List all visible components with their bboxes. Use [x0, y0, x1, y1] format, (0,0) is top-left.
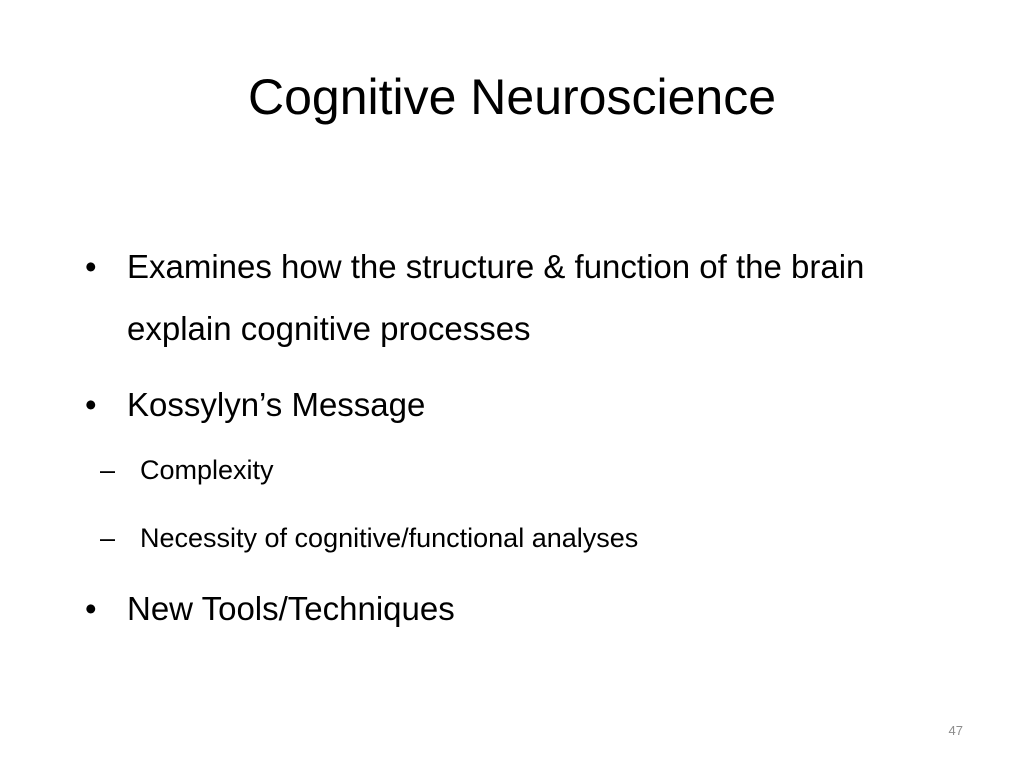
bullet-text: Examines how the structure & function of…: [127, 248, 865, 347]
sub-bullet-text: Necessity of cognitive/functional analys…: [140, 523, 639, 553]
sub-bullet-group: – Complexity – Necessity of cognitive/fu…: [85, 436, 945, 572]
sub-bullet-list: – Complexity – Necessity of cognitive/fu…: [85, 436, 945, 572]
sub-bullet-marker: –: [100, 455, 116, 485]
bullet-marker: •: [85, 386, 97, 423]
page-number: 47: [948, 723, 963, 738]
sub-bullet-item: – Necessity of cognitive/functional anal…: [95, 504, 945, 572]
bullet-item: • New Tools/Techniques: [85, 578, 945, 640]
bullet-marker: •: [85, 248, 97, 285]
bullet-marker: •: [85, 590, 97, 627]
sub-bullet-marker: –: [100, 523, 116, 553]
bullet-text: New Tools/Techniques: [127, 590, 455, 627]
slide-title: Cognitive Neuroscience: [247, 69, 777, 125]
bullet-item: • Examines how the structure & function …: [85, 236, 945, 360]
bullet-item: • Kossylyn’s Message: [85, 374, 945, 436]
sub-bullet-item: – Complexity: [95, 436, 945, 504]
bullet-text: Kossylyn’s Message: [127, 386, 426, 423]
sub-bullet-text: Complexity: [140, 455, 274, 485]
bullet-list: • Examines how the structure & function …: [85, 236, 945, 654]
